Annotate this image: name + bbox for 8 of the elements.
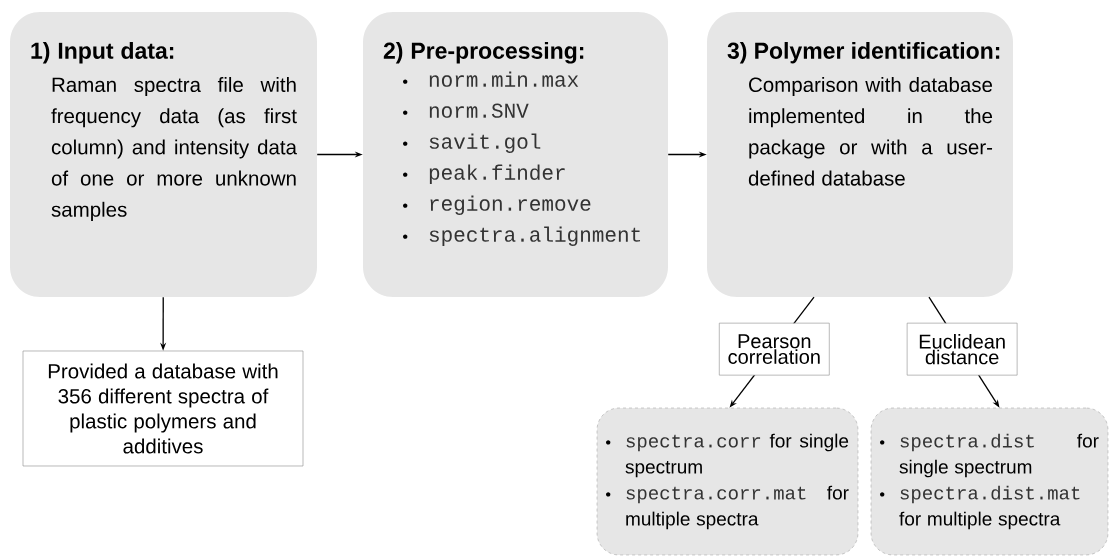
process-box: 3) Polymer identification: Comparison with database implemented in the package or with a user-defined database (707, 12, 1013, 297)
process-box: 2) Pre-processing: norm.min.max norm.SNV savit.gol peak.finder region.remove spectra.alignment (363, 12, 668, 297)
function-box: spectra.dist for single spectrum spectra.dist.mat for multiple spectra (870, 407, 1109, 556)
database-box: Provided a database with 356 different spectra of plastic polymers and additives (22, 350, 304, 467)
function-box: spectra.corr for single spectrum spectra.corr.mat for multiple spectra (596, 407, 859, 556)
edge-label: Euclidean distance (906, 322, 1018, 376)
edge-label: Pearson correlation (719, 322, 830, 376)
process-box: 1) Input data: Raman spectra file with frequency data (as first column) and intensity data of one or more unknown samples (10, 12, 317, 297)
